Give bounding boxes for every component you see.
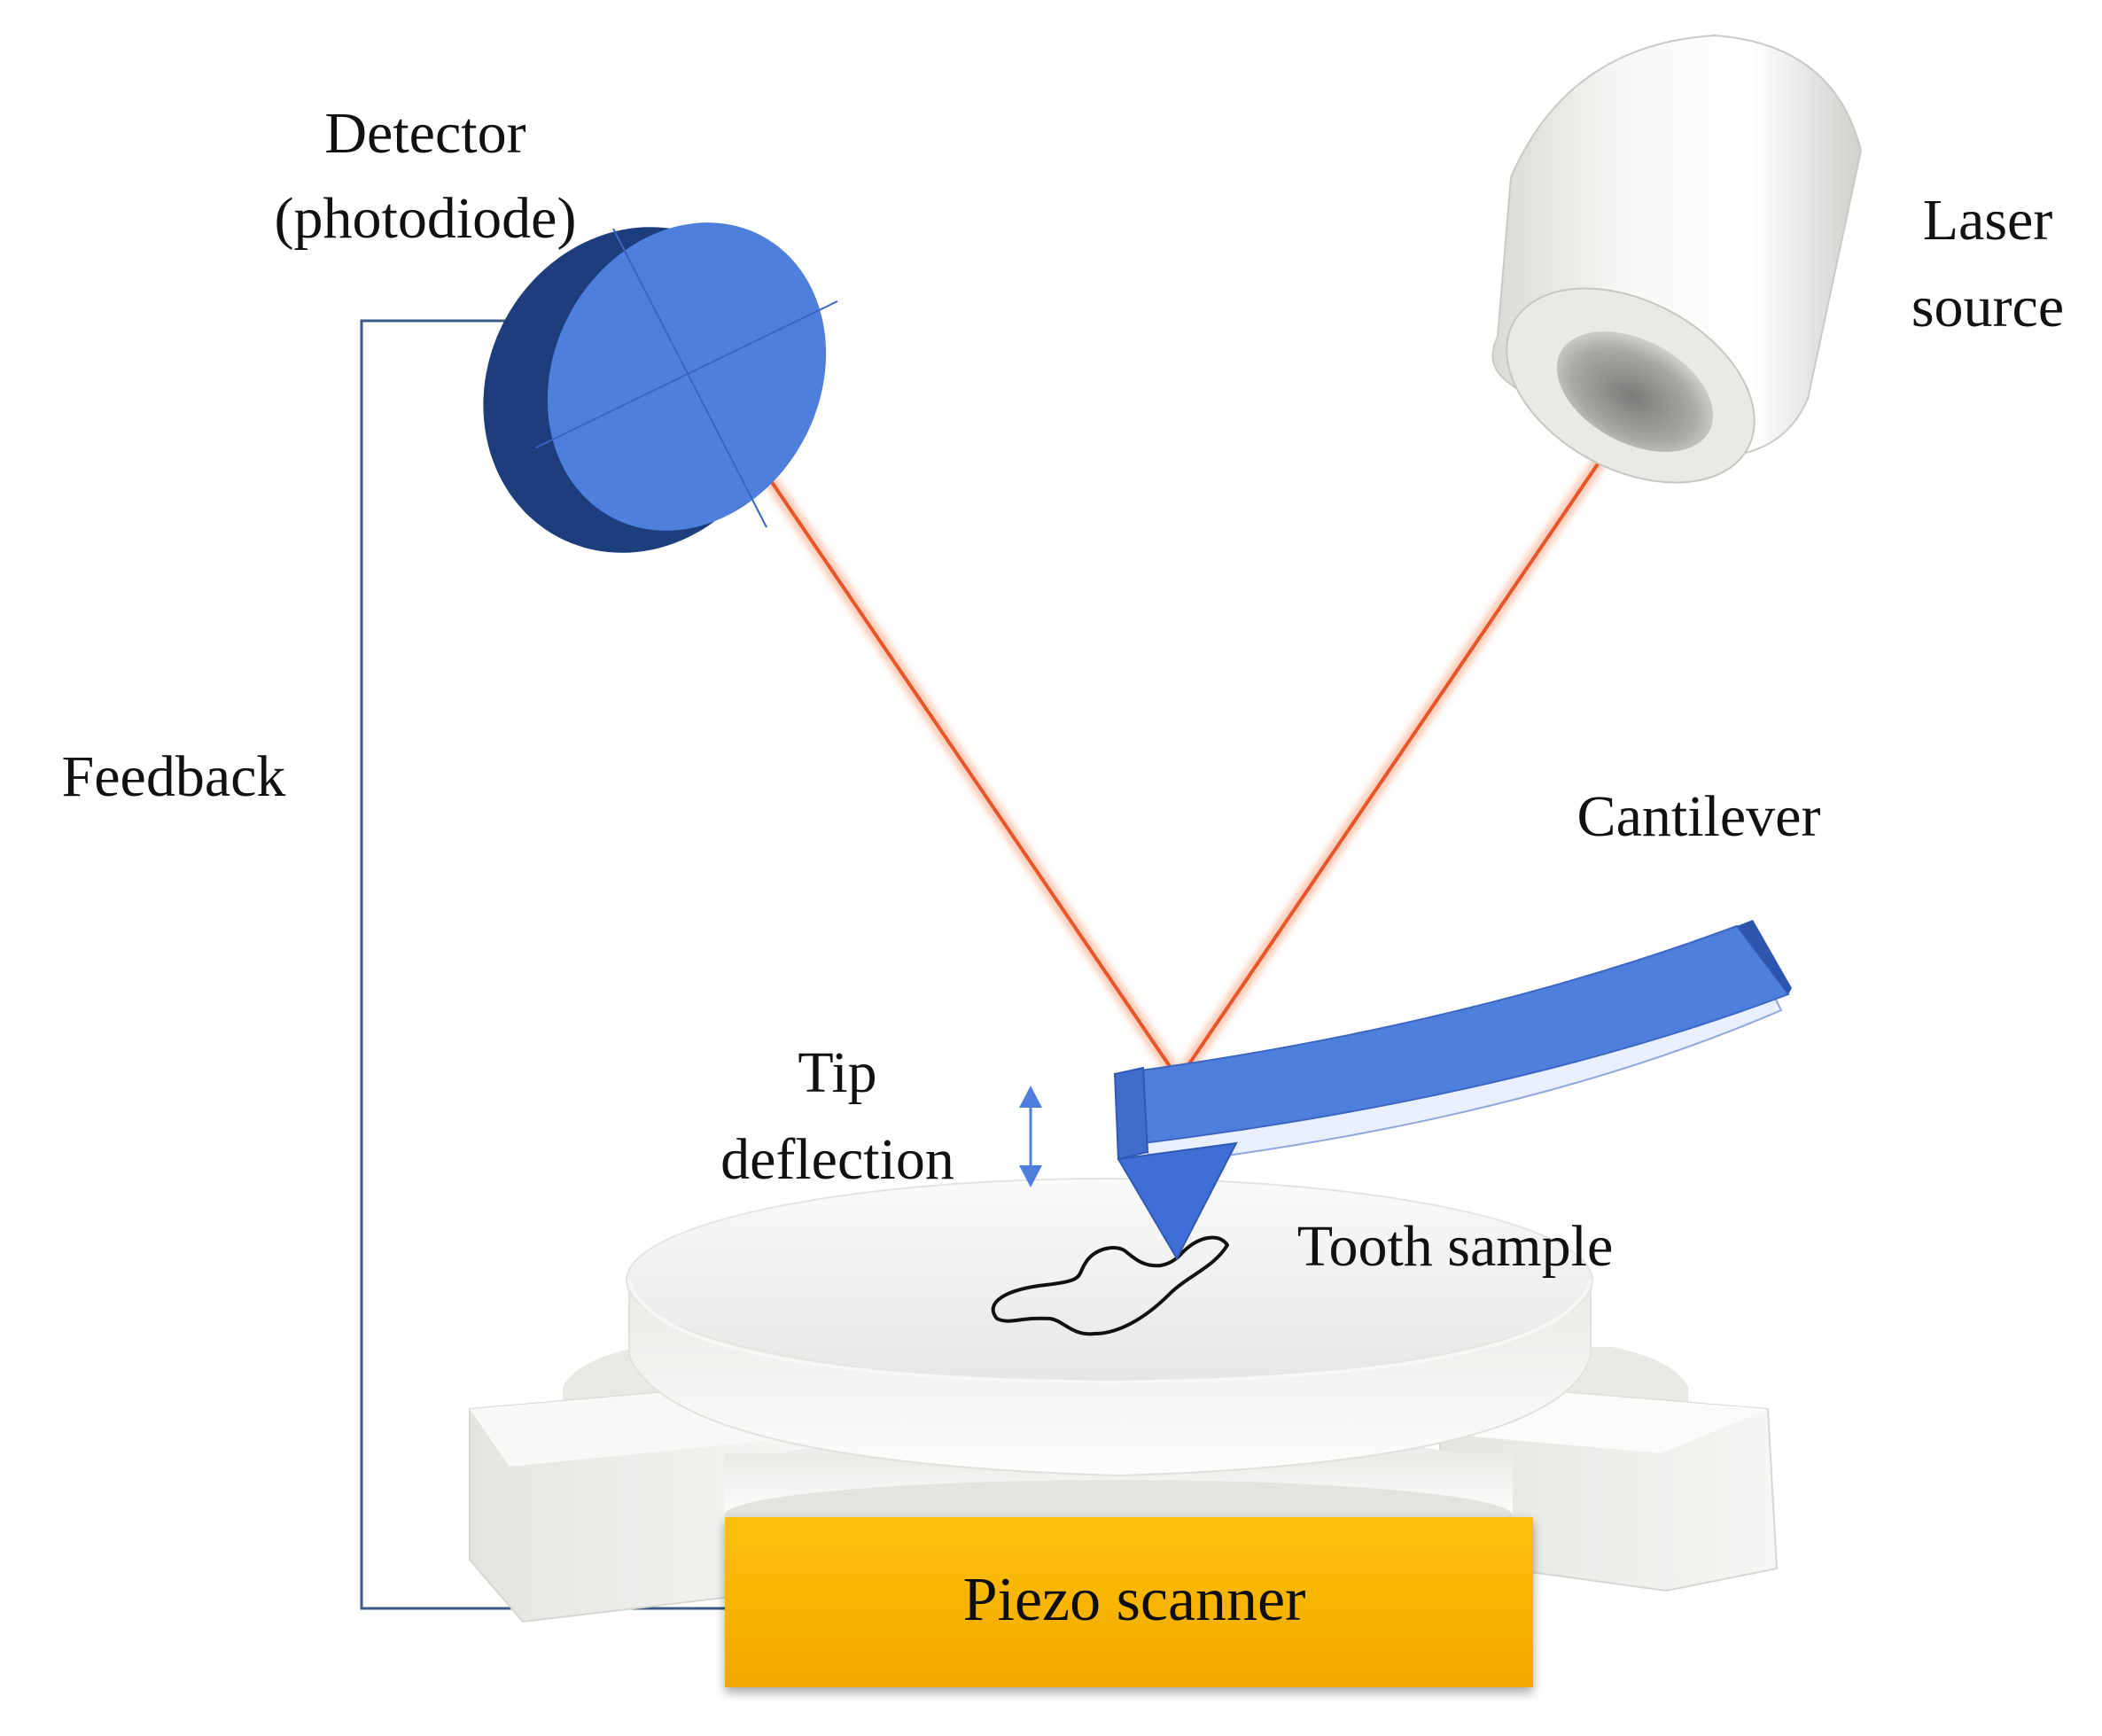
laser-label-line1: Laser <box>1923 188 2053 253</box>
tooth-sample-label: Tooth sample <box>1297 1214 1614 1279</box>
tip-deflection-arrow <box>1019 1086 1042 1187</box>
feedback-label: Feedback <box>62 744 286 809</box>
tip <box>1117 1141 1238 1261</box>
detector-label-line2: (photodiode) <box>275 186 577 251</box>
laser-label-line2: source <box>1911 275 2064 339</box>
piezo-label: Piezo scanner <box>963 1566 1306 1634</box>
tooth-sample <box>991 1235 1229 1336</box>
tip-deflection-label-line2: deflection <box>720 1127 954 1192</box>
detector-photodiode <box>483 222 838 553</box>
piezo-scanner: Piezo scanner <box>725 1517 1533 1687</box>
laser-source <box>1491 34 1863 484</box>
detector-label-line1: Detector <box>324 101 526 166</box>
laser-beam <box>703 385 1641 1093</box>
cantilever <box>1113 920 1792 1261</box>
cantilever-label: Cantilever <box>1577 784 1821 849</box>
tip-deflection-label-line1: Tip <box>798 1040 876 1105</box>
labels: Detector (photodiode) Laser source Feedb… <box>62 101 2065 1279</box>
